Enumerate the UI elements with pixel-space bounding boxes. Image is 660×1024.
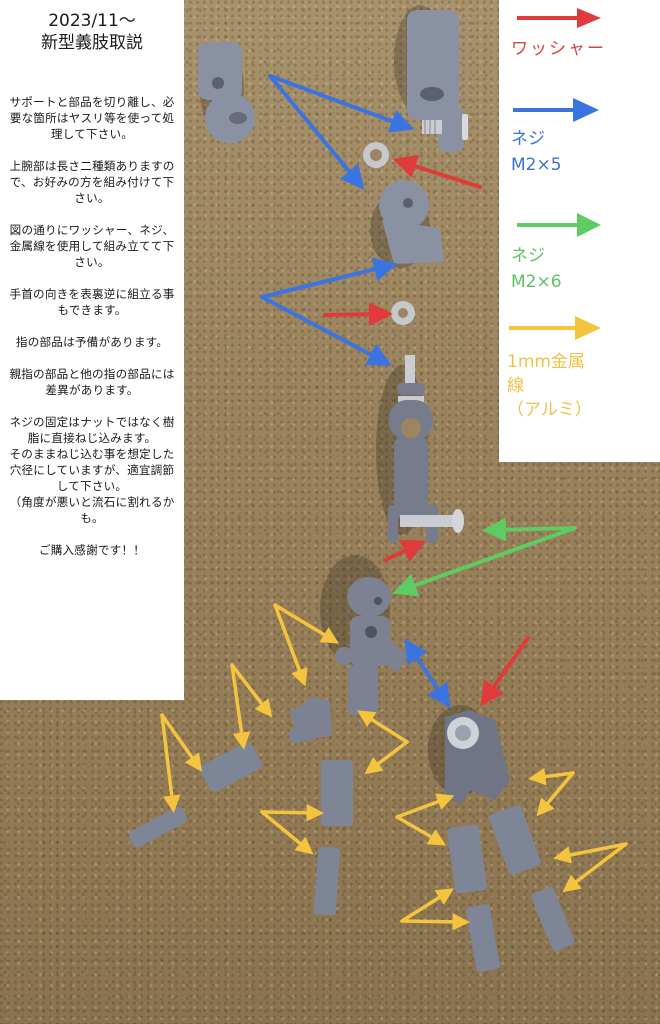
part-elbow-left <box>198 42 255 143</box>
blue-arrow-icon <box>513 98 599 122</box>
instruction-wrist: 手首の向きを表裏逆に組立る事もできます。 <box>9 287 175 317</box>
yellow-arrow-icon <box>509 316 601 340</box>
part-forearm <box>388 355 464 543</box>
part-joint <box>379 180 444 264</box>
red-arrow-icon <box>517 8 601 28</box>
legend-label-washer: ワッシャー <box>511 39 606 59</box>
instruction-thumb-difference: 親指の部品と他の指の部品には差異があります。 <box>9 367 175 397</box>
instruction-assembly: 図の通りにワッシャー、ネジ、金属線を使用して組み立てて下さい。 <box>9 223 175 269</box>
part-thumb-base <box>289 697 332 743</box>
finger-parts <box>129 742 575 972</box>
legend-item-screw-m2x6: ネジ M2×6 <box>511 213 603 295</box>
washer-top <box>363 142 389 168</box>
instructions-title: 2023/11～ 新型義肢取説 <box>6 10 178 54</box>
part-wrist <box>445 710 510 803</box>
instruction-thanks: ご購入感謝です！！ <box>38 543 146 557</box>
instruction-upper-arm: 上腕部は長さ二種類ありますので、お好みの方を組み付けて下さい。 <box>9 159 175 205</box>
title-date: 2023/11～ <box>48 11 136 31</box>
legend-label-screw-m2x6: ネジ M2×6 <box>511 246 562 292</box>
legend-label-screw-m2x5: ネジ M2×5 <box>511 129 562 175</box>
instruction-support-removal: サポートと部品を切り離し、必要な箇所はヤスリ等を使って処理して下さい。 <box>9 95 175 141</box>
part-palm <box>335 577 408 715</box>
green-arrow-icon <box>517 213 601 237</box>
instruction-spare-fingers: 指の部品は予備があります。 <box>15 335 169 349</box>
legend-label-metal-wire: 1mm金属 線 （アルミ） <box>507 352 592 420</box>
part-upper-arm <box>407 10 468 152</box>
legend-item-washer: ワッシャー <box>511 6 606 60</box>
washer-middle <box>391 301 415 325</box>
instructions-panel: 2023/11～ 新型義肢取説 サポートと部品を切り離し、必要な箇所はヤスリ等を… <box>0 0 184 700</box>
legend-panel: ワッシャー ネジ M2×5 ネジ M2×6 1mm金属 線 （アルミ） <box>499 0 660 462</box>
legend-item-metal-wire: 1mm金属 線 （アルミ） <box>507 316 603 422</box>
title-heading: 新型義肢取説 <box>41 33 143 53</box>
instruction-screw-fixing: ネジの固定はナットではなく樹脂に直接ねじ込みます。 そのままねじ込む事を想定した… <box>9 415 175 525</box>
legend-item-screw-m2x5: ネジ M2×5 <box>511 98 603 178</box>
